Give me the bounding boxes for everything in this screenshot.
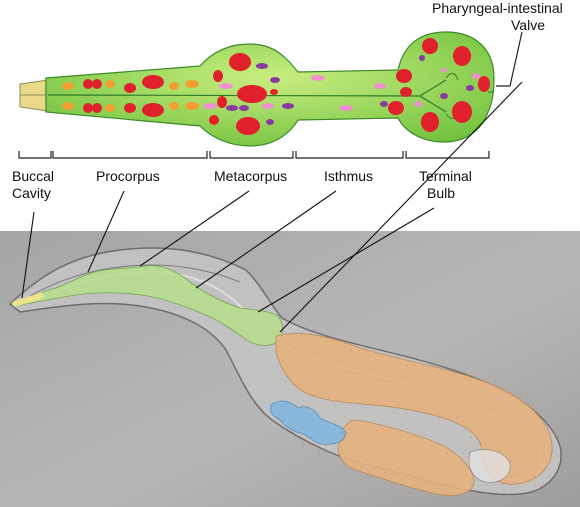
section-labels: Buccal Cavity Procorpus Metacorpus Isthm… xyxy=(12,0,567,201)
metacorpus-label: Metacorpus xyxy=(214,168,287,184)
section-brackets xyxy=(18,151,490,159)
gonad-overlay xyxy=(270,400,347,445)
pi-valve-lower-pointer xyxy=(279,81,523,333)
isthmus-bracket xyxy=(295,151,404,159)
isthmus-cells xyxy=(311,75,388,111)
isthmus-label: Isthmus xyxy=(324,168,373,184)
procorpus-bracket xyxy=(52,151,208,159)
procorpus-cells xyxy=(62,75,199,117)
pharynx-diagram xyxy=(19,31,495,147)
pharynx-body-shape xyxy=(45,31,495,147)
pi-valve-pointer xyxy=(496,31,523,87)
label-pointer-lines xyxy=(21,81,523,333)
terminal-bulb-label: Terminal Bulb xyxy=(419,168,476,201)
procorpus-pointer xyxy=(87,190,125,273)
metacorpus-bracket xyxy=(209,151,294,159)
buccal-cavity-bracket xyxy=(18,151,52,159)
buccal-cavity-pointer xyxy=(21,211,35,299)
metacorpus-cells xyxy=(203,53,294,135)
worm-micrograph xyxy=(0,231,580,507)
metacorpus-pointer xyxy=(139,190,250,267)
isthmus-pointer xyxy=(195,190,337,289)
terminal-bulb-cells xyxy=(388,38,490,132)
procorpus-label: Procorpus xyxy=(96,168,160,184)
pharynx-overlay xyxy=(13,265,283,346)
pi-valve-label: Pharyngeal-intestinal Valve xyxy=(432,0,567,33)
buccal-cavity-label: Buccal Cavity xyxy=(12,168,58,201)
terminal-bulb-pointer xyxy=(257,207,435,313)
terminal-bulb-bracket xyxy=(405,151,490,159)
